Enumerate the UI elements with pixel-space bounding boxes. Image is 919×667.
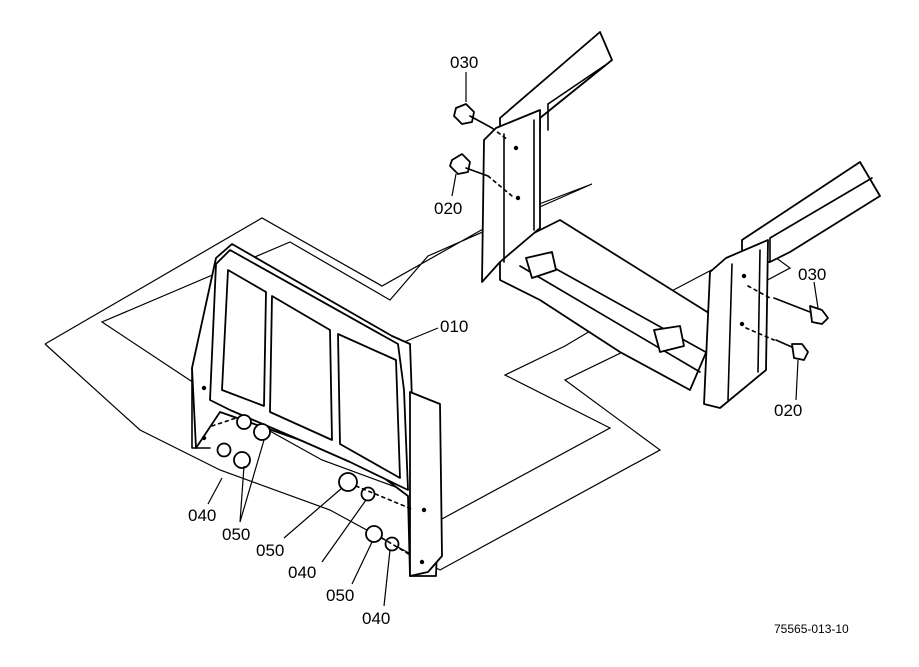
label-050-mid: 050 [256,541,284,560]
floor-outline [44,183,792,571]
label-050-right: 050 [326,586,354,605]
bolt-020-lower [745,327,809,361]
label-010: 010 [440,317,468,336]
leader-lines [207,72,819,607]
bolt-030-lower [747,285,829,325]
label-030-lower: 030 [798,265,826,284]
fasteners-left [211,414,271,469]
counterweight-010 [191,243,443,577]
fasteners-right [338,472,415,557]
label-030-upper: 030 [450,53,478,72]
label-020-upper: 020 [434,199,462,218]
label-020-lower: 020 [774,401,802,420]
bolt-030-upper [453,103,509,141]
label-040-mid: 040 [288,563,316,582]
label-050-left: 050 [222,525,250,544]
label-040-right: 040 [362,609,390,628]
cross-tube [499,219,721,391]
bolt-020-upper [449,153,513,197]
lower-mounting-bracket [703,239,769,409]
label-040-left: 040 [188,506,216,525]
drawing-code: 75565-013-10 [774,622,849,636]
